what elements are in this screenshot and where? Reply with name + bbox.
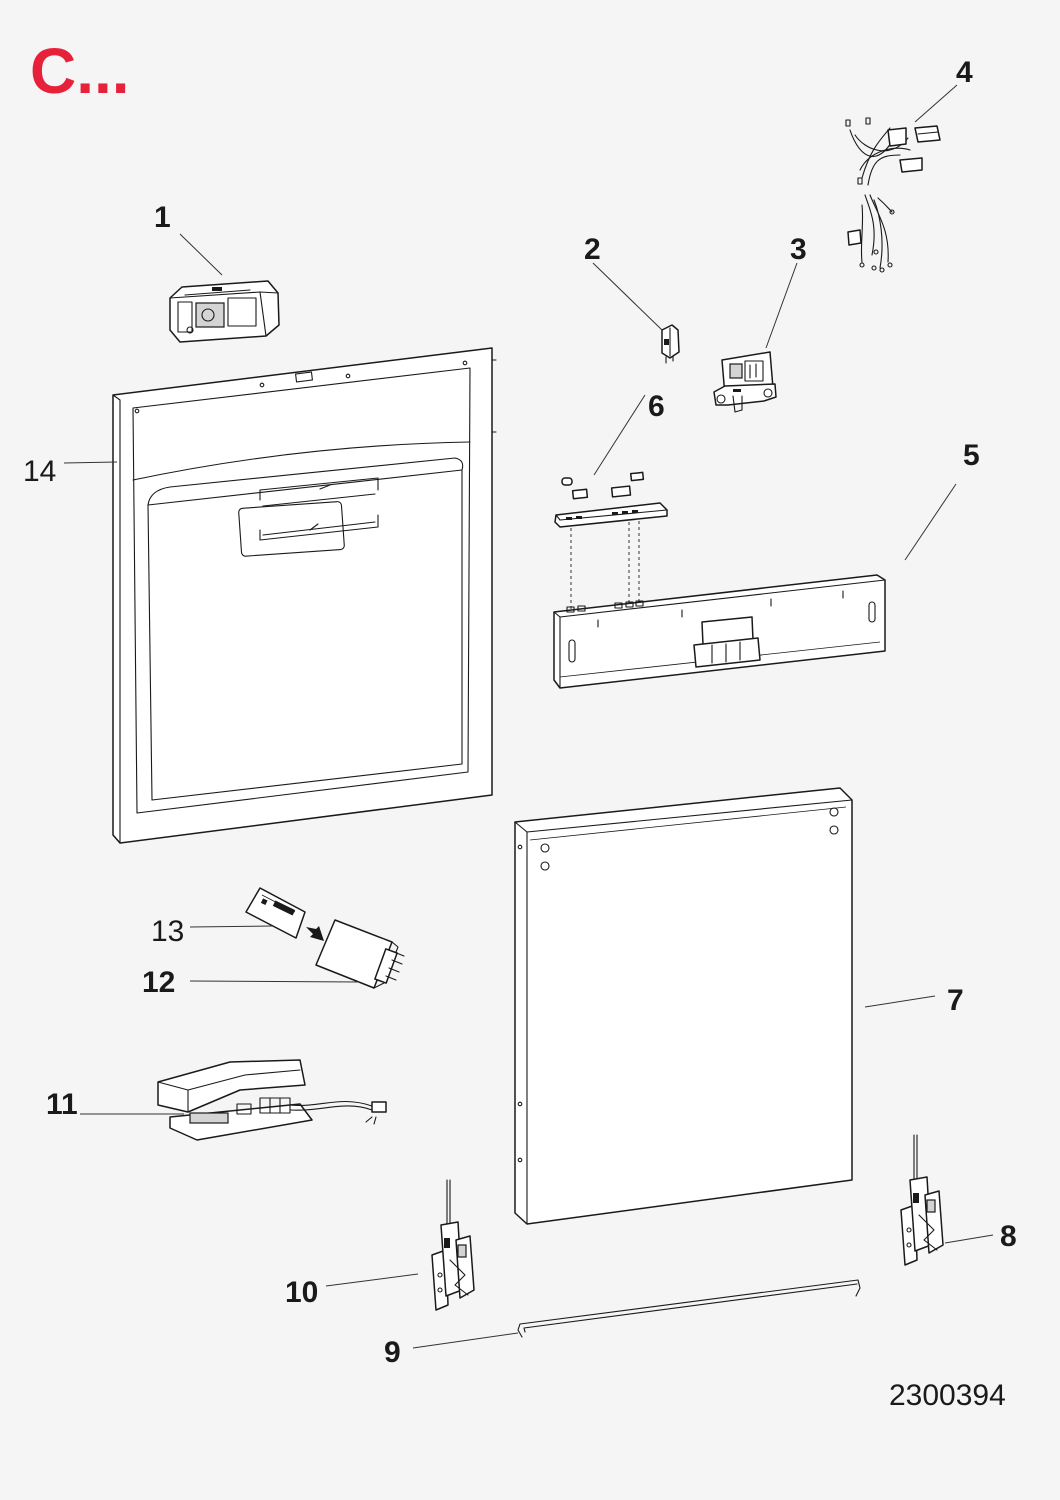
callout-7: 7	[947, 984, 964, 1017]
callout-4: 4	[956, 56, 973, 89]
part-6-button-strip	[554, 471, 668, 610]
part-10-hinge-left	[431, 1179, 475, 1311]
callout-13: 13	[151, 915, 184, 948]
part-4-wiring-harness	[845, 117, 941, 273]
callout-2: 2	[584, 233, 601, 266]
callout-6: 6	[648, 390, 665, 423]
diagram-code: 2300394	[889, 1379, 1006, 1412]
brand-logo-text: C...	[30, 35, 130, 107]
callout-8: 8	[1000, 1220, 1017, 1253]
part-11-pcb-assembly	[157, 1059, 387, 1141]
callout-3: 3	[790, 233, 807, 266]
callout-9: 9	[384, 1336, 401, 1369]
part-9-rod	[517, 1279, 861, 1338]
part-2-micro-switch	[661, 324, 680, 364]
callout-labels: 1 2 3 4 5 6 7 8 9 10 11 12 13 14	[23, 56, 1017, 1369]
arrow-icon	[306, 926, 324, 941]
callout-12: 12	[142, 966, 175, 999]
callout-5: 5	[963, 439, 980, 472]
callout-11: 11	[46, 1088, 78, 1121]
part-14-inner-door-panel	[112, 347, 497, 844]
callout-14: 14	[23, 455, 56, 488]
part-12-electronic-box	[315, 919, 405, 989]
part-3-control-module	[713, 351, 777, 413]
callout-1: 1	[154, 201, 171, 234]
part-5-control-panel	[553, 574, 886, 689]
part-7-outer-door-panel	[514, 787, 853, 1225]
callout-10: 10	[285, 1276, 318, 1309]
part-1-door-lock	[169, 280, 280, 343]
part-13-label-card	[245, 887, 306, 939]
leader-lines	[63, 84, 994, 1349]
part-8-hinge-right	[900, 1134, 944, 1266]
